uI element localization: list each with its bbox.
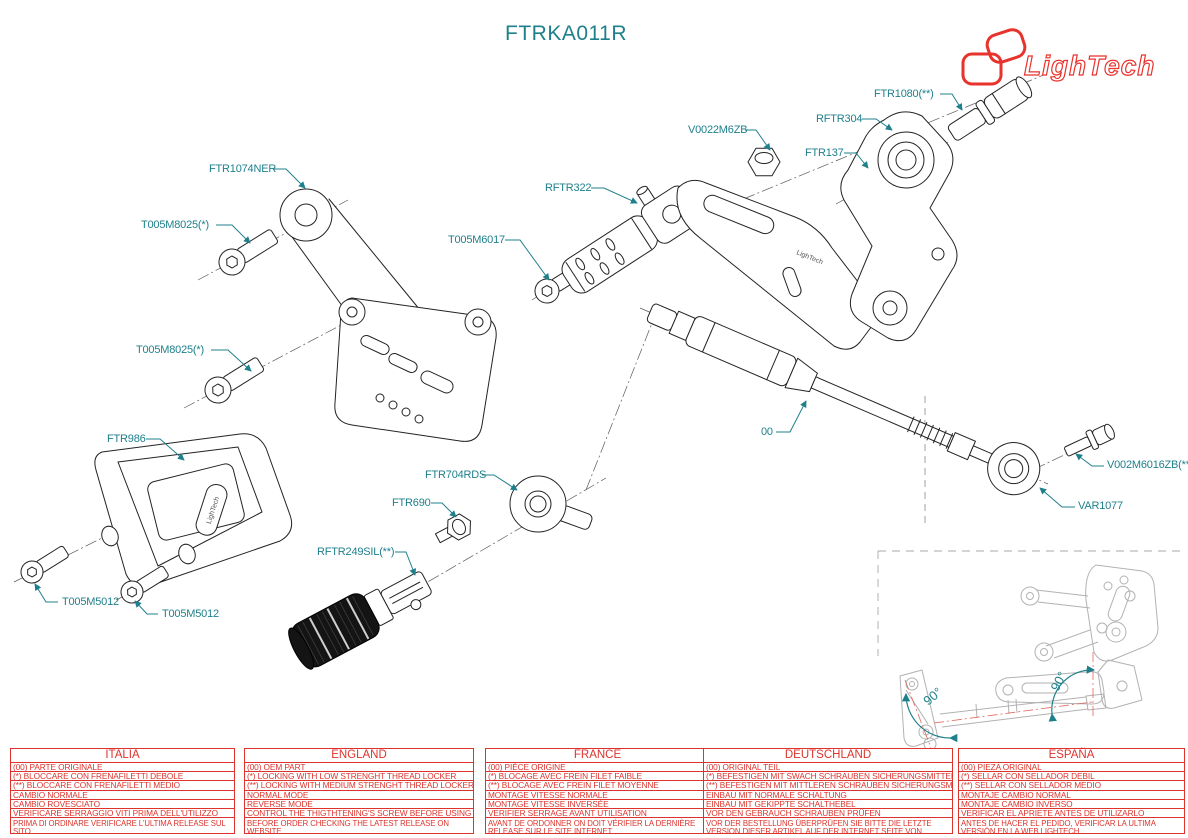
table-title: DEUTSCHLAND	[704, 749, 952, 763]
lightech-logo-wordmark: LighTech	[1023, 49, 1156, 81]
part-label-rftr249sil: RFTR249SIL(**)	[317, 546, 395, 558]
part-label-v0022m6zb: V0022M6ZB	[688, 124, 748, 136]
part-v002m6016zb-screw	[1064, 423, 1115, 457]
part-label-ftr1074ner: FTR1074NER	[209, 163, 277, 175]
table-row: (00) PIEZA ORIGINAL	[959, 763, 1184, 773]
part-label-ftr137: FTR137	[805, 147, 844, 159]
table-row: (00) PIÈCE ORIGINE	[486, 763, 709, 773]
table-row: (**) BLOCAGE AVEC FREIN FILET MOYENNE	[486, 781, 709, 791]
table-row: (*) BLOCAGE AVEC FREIN FILET FAIBLE	[486, 772, 709, 782]
lang-table-deutschland: DEUTSCHLAND (00) ORIGINAL TEIL (*) BEFES…	[703, 748, 953, 834]
part-ftr704rds-rod-end	[509, 475, 593, 533]
table-row: (00) PARTE ORIGINALE	[11, 763, 234, 773]
lang-table-england: ENGLAND (00) OEM PART (*) LOCKING WITH L…	[244, 748, 474, 834]
table-title: ITALIA	[11, 749, 234, 763]
table-row: (**) BEFESTIGEN MIT MITTLEREN SCHRAUBEN …	[704, 781, 952, 791]
table-row: (**) LOCKING WITH MEDIUM STRENGHT THREAD…	[245, 781, 473, 791]
table-row: (**) SELLAR CON SELLADOR MEDIO	[959, 781, 1184, 791]
part-rod-assembly-00	[646, 303, 1041, 496]
table-note-row: VOR DER BESTELLUNG ÜBERPRÜFEN SIE BITTE …	[706, 819, 932, 833]
table-note-row: ANTES DE HACER EL PEDIDO, VERIFICAR LA U…	[961, 819, 1156, 833]
table-row: MONTAGE VITESSE NORMALE	[486, 791, 709, 800]
part-t005m8025-screw-1	[218, 229, 279, 276]
part-shift-lever: LighTech	[676, 179, 877, 350]
part-label-ftr986: FTR986	[107, 433, 146, 445]
table-row: MONTAGE VITESSE INVERSÉE	[486, 800, 709, 809]
part-rftr249sil-knob	[288, 571, 432, 670]
table-row: VERIFICAR EL APRIETE ANTES DE UTILIZARLO	[959, 809, 1184, 819]
table-row: CONTROL THE THIGTHTENING'S SCREW BEFORE …	[245, 808, 473, 819]
table-row: MONTAJE CAMBIO NORMAL	[959, 791, 1184, 800]
part-v0022m6zb-nut	[747, 147, 781, 177]
part-ftr986-heel-plate: LighTech	[94, 433, 293, 588]
table-row: VOR DEN GEBRAUCH SCHRAUBEN PRÜFEN	[704, 809, 952, 819]
part-label-ftr704rds: FTR704RDS	[425, 469, 487, 481]
part-label-v002m6016zb: V002M6016ZB(**)	[1107, 459, 1188, 471]
table-row: (00) ORIGINAL TEIL	[704, 763, 952, 773]
inset-angle-label-1: 90°	[920, 684, 945, 708]
table-row: REVERSE MODE	[245, 800, 473, 809]
part-label-var1077: VAR1077	[1078, 500, 1123, 512]
part-label-t005m8025-1: T005M8025(*)	[141, 219, 209, 231]
part-label-t005m5012-1: T005M5012	[62, 596, 119, 608]
part-ftr690-nut	[434, 513, 471, 544]
table-row: (**) BLOCCARE CON FRENAFILETTI MEDIO	[11, 781, 234, 791]
part-t005m8025-screw-2	[204, 357, 265, 404]
table-row: (*) BLOCCARE CON FRENAFILETTI DEBOLE	[11, 772, 234, 782]
lang-table-france: FRANCE (00) PIÈCE ORIGINE (*) BLOCAGE AV…	[485, 748, 710, 834]
part-ftr1074ner	[279, 188, 497, 442]
lang-table-espana: ESPAÑA (00) PIEZA ORIGINAL (*) SELLAR CO…	[958, 748, 1185, 834]
part-t005m5012-screw-1	[20, 545, 69, 584]
table-row: CAMBIO NORMALE	[11, 791, 234, 800]
part-label-ftr1080: FTR1080(**)	[874, 88, 934, 100]
table-title: ENGLAND	[245, 749, 473, 763]
table-row: NORMAL MODE	[245, 791, 473, 800]
table-title: ESPAÑA	[959, 749, 1184, 763]
table-row: (*) BEFESTIGEN MIT SWACH SCHRAUBEN SICHE…	[704, 772, 952, 782]
table-note-row: PRIMA DI ORDINARE VERIFICARE L'ULTIMA RE…	[13, 819, 226, 833]
table-row: (*) LOCKING WITH LOW STRENGHT THREAD LOC…	[245, 772, 473, 782]
lang-table-italia: ITALIA (00) PARTE ORIGINALE (*) BLOCCARE…	[10, 748, 235, 834]
table-row: EINBAU MIT NORMALE SCHALTUNG	[704, 791, 952, 800]
part-label-00: 00	[761, 426, 773, 438]
inset-angle-label-2: 90°	[1047, 669, 1069, 693]
part-rftr304-bracket	[840, 111, 958, 342]
table-row: CAMBIO ROVESCIATO	[11, 800, 234, 809]
table-row: (*) SELLAR CON SELLADOR DEBIL	[959, 772, 1184, 782]
table-row: EINBAU MIT GEKIPPTE SCHALTHEBEL	[704, 800, 952, 809]
table-title: FRANCE	[486, 749, 709, 763]
part-label-rftr304: RFTR304	[816, 113, 863, 125]
table-note-row: BEFORE ORDER CHECKING THE LATEST RELEASE…	[247, 819, 449, 833]
part-t005m5012-screw-2	[120, 565, 169, 604]
table-note-row: AVANT DE ORDONNER ON DOIT VÉRIFIER LA DE…	[488, 819, 696, 833]
part-label-t005m5012-2: T005M5012	[162, 608, 219, 620]
part-label-t005m6017: T005M6017	[448, 234, 505, 246]
table-row: (00) OEM PART	[245, 763, 473, 773]
page-title: FTRKA011R	[505, 22, 627, 45]
assembled-view-inset: 90° 90°	[877, 550, 1186, 751]
table-row: VERIFIER SERRAGE AVANT UTILISATION	[486, 809, 709, 819]
part-label-t005m8025-2: T005M8025(*)	[136, 344, 204, 356]
label-leader-lines	[34, 93, 1104, 615]
table-row: MONTAJE CAMBIO INVERSO	[959, 800, 1184, 809]
part-ftr1080-pin	[947, 76, 1033, 141]
lightech-logo-icon	[961, 28, 1027, 86]
part-label-rftr322: RFTR322	[545, 182, 592, 194]
part-label-ftr690: FTR690	[392, 497, 431, 509]
table-row: VERIFICARE SERRAGGIO VITI PRIMA DELL'UTI…	[11, 809, 234, 819]
